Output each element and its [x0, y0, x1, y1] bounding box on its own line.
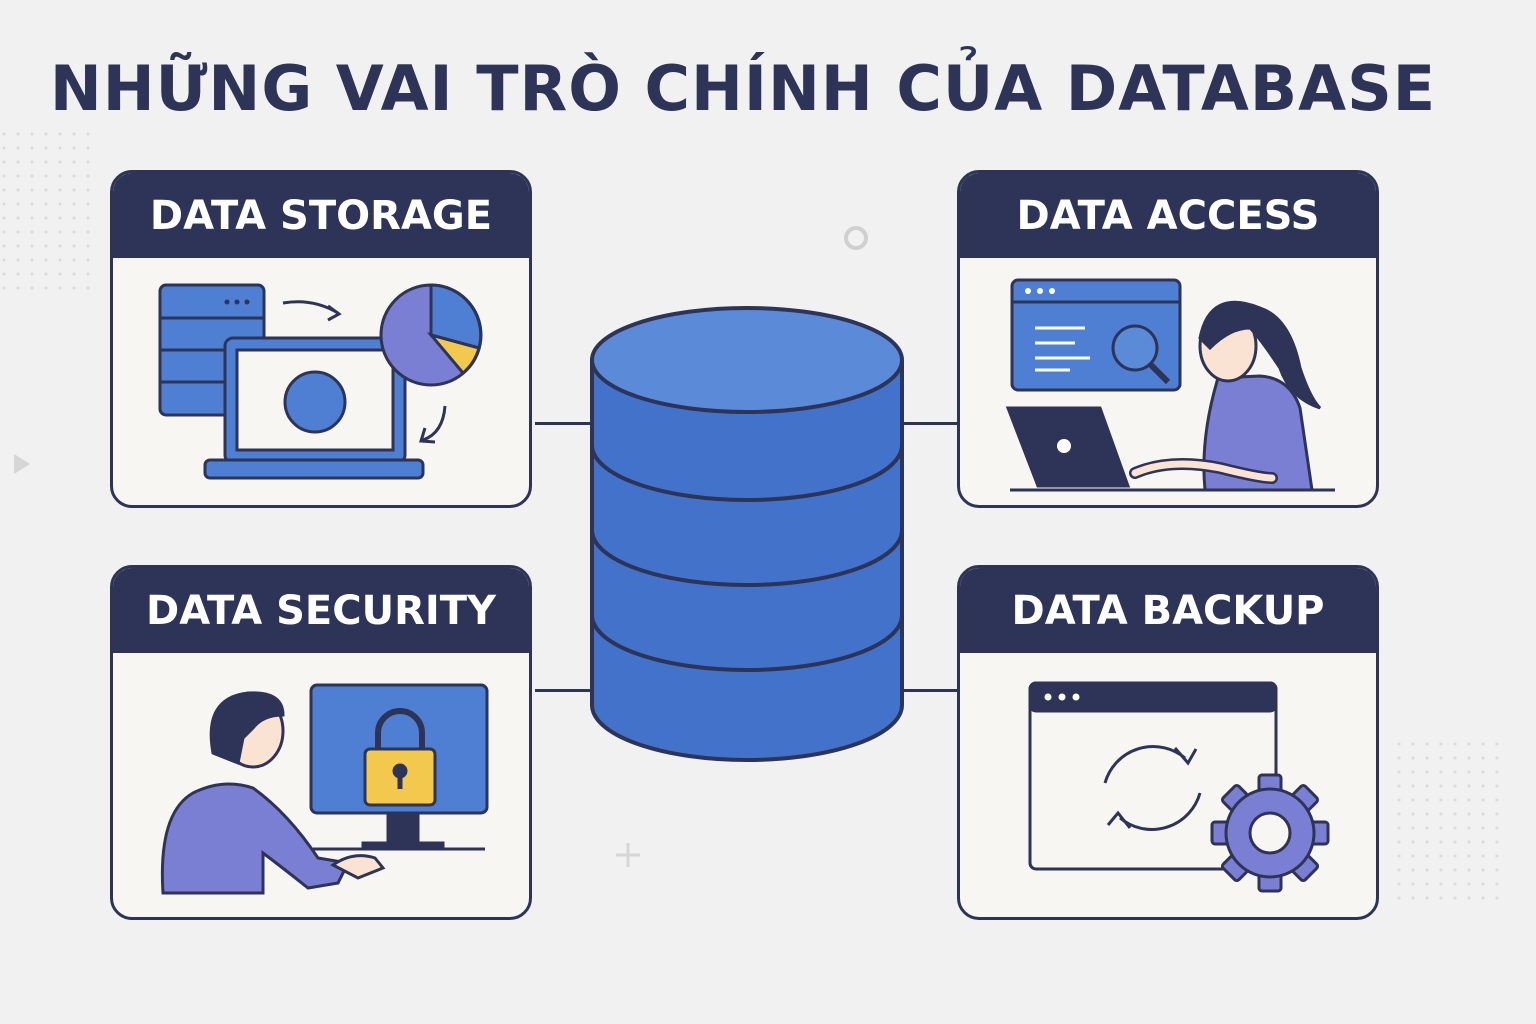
panel-title: DATA SECURITY — [113, 568, 529, 653]
page-title: NHỮNG VAI TRÒ CHÍNH CỦA DATABASE — [49, 52, 1437, 125]
window-sync-gear-icon — [1028, 681, 1330, 893]
connector-security — [535, 689, 595, 692]
connector-storage — [535, 422, 595, 425]
connector-access — [900, 422, 958, 425]
panel-data-storage: DATA STORAGE — [110, 170, 532, 508]
dot-pattern-decoration — [1395, 740, 1505, 900]
triangle-decoration — [14, 454, 30, 474]
person-laptop-search-icon — [1005, 278, 1335, 492]
panel-data-access: DATA ACCESS — [957, 170, 1379, 508]
person-monitor-lock-icon — [160, 683, 489, 895]
panel-data-security: DATA SECURITY — [110, 565, 532, 920]
panel-data-backup: DATA BACKUP — [957, 565, 1379, 920]
panel-title: DATA ACCESS — [960, 173, 1376, 258]
server-laptop-pie-chart-icon — [158, 283, 483, 480]
connector-backup — [900, 689, 958, 692]
database-cylinder-icon — [590, 306, 904, 762]
panel-title: DATA STORAGE — [113, 173, 529, 258]
panel-title: DATA BACKUP — [960, 568, 1376, 653]
plus-decoration — [616, 843, 640, 867]
circle-decoration — [844, 226, 868, 250]
dot-pattern-decoration — [0, 130, 90, 300]
